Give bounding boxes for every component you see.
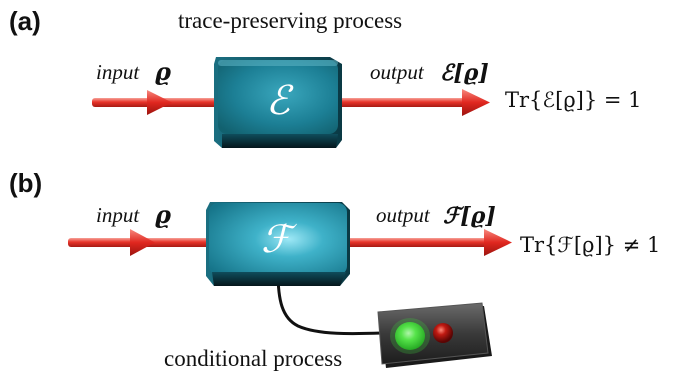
equation-a: Tr{ℰ[ϱ]} = 1 xyxy=(505,88,642,112)
output-label-a: output xyxy=(370,60,425,84)
input-arrowhead-b xyxy=(130,229,155,256)
panel-a-label: (a) xyxy=(9,6,41,36)
panel-a: (a) trace-preserving process ℰ input ϱ o… xyxy=(9,6,642,148)
process-box-a: ℰ xyxy=(214,57,342,148)
output-arrowhead-b xyxy=(484,229,512,256)
panel-b: (b) ℱ input ϱ output ℱ[ϱ] Tr{ℱ xyxy=(9,168,660,371)
output-beam-b xyxy=(342,238,492,247)
panel-b-caption: conditional process xyxy=(164,346,342,371)
output-symbol-b: ℱ[ϱ] xyxy=(443,203,496,229)
output-beam-a xyxy=(338,98,468,107)
box-symbol-a: ℰ xyxy=(266,78,294,124)
indicator-device xyxy=(377,302,492,368)
input-symbol-a: ϱ xyxy=(155,57,172,86)
output-arrowhead-a xyxy=(462,89,490,116)
input-symbol-b: ϱ xyxy=(155,200,172,229)
panel-b-label: (b) xyxy=(9,168,42,198)
input-label-a: input xyxy=(96,60,140,84)
panel-a-title: trace-preserving process xyxy=(178,8,402,33)
output-symbol-a: ℰ[ϱ] xyxy=(440,60,489,86)
output-label-b: output xyxy=(376,203,431,227)
signal-cable xyxy=(276,271,385,336)
process-box-b: ℱ xyxy=(206,202,350,286)
input-arrowhead-a xyxy=(147,90,172,115)
equation-b: Tr{ℱ[ϱ]} ≠ 1 xyxy=(520,233,660,257)
input-label-b: input xyxy=(96,203,140,227)
red-led-icon xyxy=(433,323,453,343)
green-led-icon xyxy=(395,322,425,350)
